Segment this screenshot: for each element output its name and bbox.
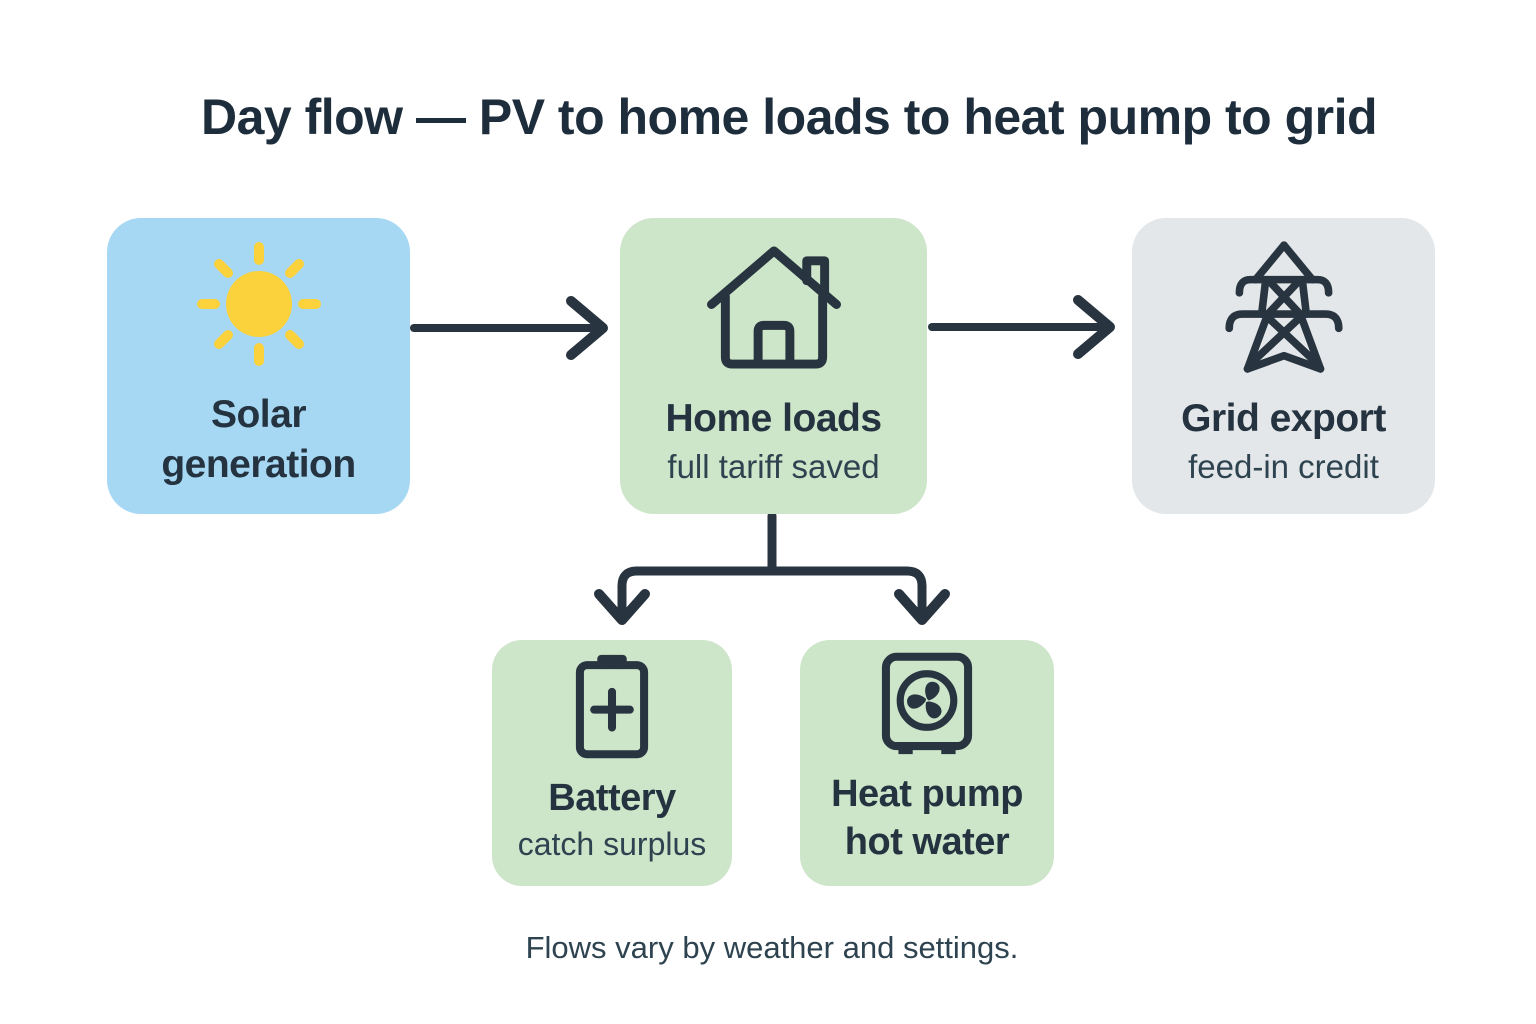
node-title: Battery: [548, 777, 676, 819]
node-label: Solar generation: [107, 390, 410, 514]
battery-icon: [492, 640, 732, 774]
node-title-line: generation: [161, 443, 356, 486]
node-title: Home loads: [665, 397, 882, 440]
node-home-loads: Home loads full tariff saved: [620, 218, 927, 514]
sun-icon: [107, 218, 410, 390]
node-title-line: hot water: [844, 821, 1010, 863]
node-label: Battery catch surplus: [492, 774, 732, 886]
node-grid-export: Grid export feed-in credit: [1132, 218, 1435, 514]
node-title-line: Heat pump: [831, 773, 1023, 815]
house-icon: [620, 218, 927, 394]
diagram-title: Day flow — PV to home loads to heat pump…: [200, 89, 1378, 145]
node-title: Grid export: [1181, 397, 1386, 440]
node-title-line: Solar: [210, 393, 307, 436]
node-battery: Battery catch surplus: [492, 640, 732, 886]
branch-home-to-battery-and-heat-pump: [594, 511, 950, 625]
node-solar-generation: Solar generation: [107, 218, 410, 514]
node-subtitle: catch surplus: [517, 826, 707, 862]
arrow-solar-to-home: [410, 296, 608, 360]
node-heat-pump: Heat pump hot water: [800, 640, 1054, 886]
node-label: Grid export feed-in credit: [1132, 394, 1435, 514]
node-label: Heat pump hot water: [800, 770, 1054, 886]
node-subtitle: feed-in credit: [1188, 448, 1379, 485]
node-subtitle: full tariff saved: [667, 448, 880, 485]
node-label: Home loads full tariff saved: [620, 394, 927, 514]
arrow-home-to-grid: [928, 295, 1115, 359]
heat-pump-fan-icon: [800, 640, 1054, 770]
footer-note: Flows vary by weather and settings.: [525, 930, 1019, 965]
transmission-tower-icon: [1132, 218, 1435, 394]
